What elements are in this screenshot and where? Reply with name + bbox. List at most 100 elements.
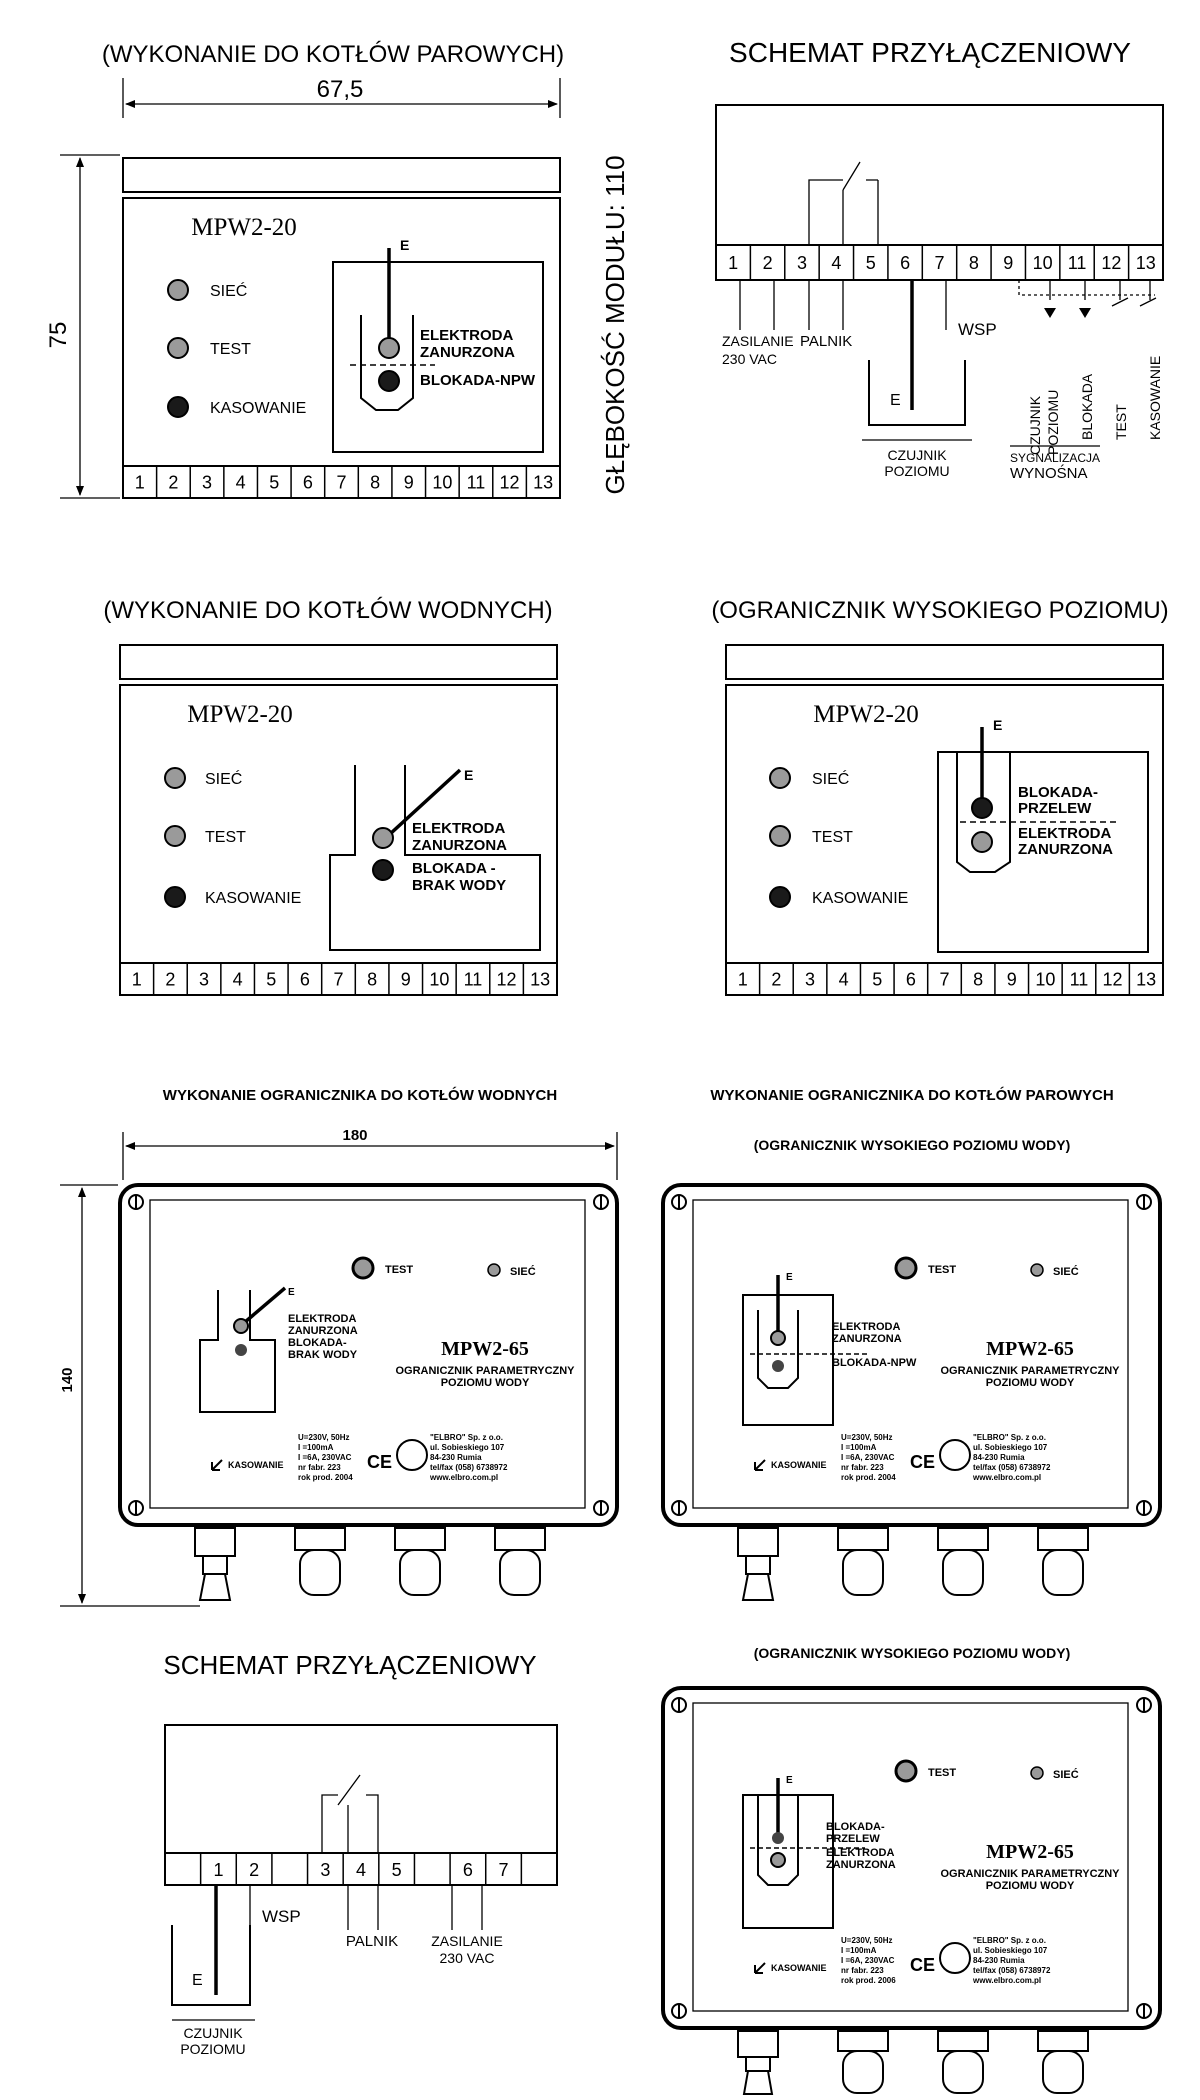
supply-label-2: 230 VAC bbox=[440, 1950, 495, 1966]
reset-label: KASOWANIE bbox=[210, 400, 306, 417]
spec-1: U=230V, 50Hz bbox=[841, 1433, 893, 1442]
box-led-test-label: TEST bbox=[928, 1767, 956, 1779]
supply-label-1: ZASILANIE bbox=[722, 333, 794, 349]
terminal-number: 7 bbox=[939, 969, 949, 989]
terminal-number: 13 bbox=[530, 969, 550, 989]
terminal-number: 9 bbox=[401, 969, 411, 989]
steam-module-drawing: (WYKONANIE DO KOTŁÓW PAROWYCH) 67,5 75 G… bbox=[45, 41, 630, 499]
steam-box-subtitle: (OGRANICZNIK WYSOKIEGO POZIOMU WODY) bbox=[754, 1137, 1071, 1153]
spec-1: U=230V, 50Hz bbox=[298, 1433, 350, 1442]
box-model: MPW2-65 bbox=[986, 1338, 1074, 1360]
sensor-label-1: CZUJNIK bbox=[183, 2025, 243, 2041]
terminal-number: 3 bbox=[199, 969, 209, 989]
sensor-label-2: POZIOMU bbox=[180, 2041, 245, 2057]
led-electrode bbox=[378, 337, 400, 359]
terminal-number: 10 bbox=[429, 969, 449, 989]
terminal-number: 10 bbox=[1033, 253, 1053, 273]
terminal-number: 4 bbox=[839, 969, 849, 989]
maker-3: 84-230 Rumia bbox=[973, 1956, 1025, 1965]
signal-group-1: SYGNALIZACJA bbox=[1010, 451, 1100, 465]
reset-button bbox=[769, 886, 791, 908]
terminal-number: 6 bbox=[300, 969, 310, 989]
spec-4: nr fabr. 223 bbox=[841, 1463, 884, 1472]
corner-screws bbox=[671, 1697, 1152, 2019]
led-siec bbox=[164, 767, 186, 789]
box-high-label-3: ELEKTRODA bbox=[826, 1847, 895, 1859]
signal-sensor-2: POZIOMU bbox=[1045, 390, 1061, 455]
box-enclosure bbox=[661, 1686, 1162, 2030]
led-test-label: TEST bbox=[812, 829, 853, 846]
terminal-number: 13 bbox=[1136, 969, 1156, 989]
burner-label: PALNIK bbox=[800, 333, 852, 350]
box-lid-inner bbox=[692, 1199, 1129, 1509]
box-reset-label: KASOWANIE bbox=[771, 1460, 827, 1470]
led-lock bbox=[372, 859, 394, 881]
maker-3: 84-230 Rumia bbox=[430, 1453, 482, 1462]
water-label-1: ELEKTRODA bbox=[412, 820, 506, 837]
box-led-electrode bbox=[233, 1318, 249, 1334]
box-width-value: 180 bbox=[342, 1127, 367, 1144]
terminal-number: 4 bbox=[236, 472, 246, 492]
high-level-box-drawing: (OGRANICZNIK WYSOKIEGO POZIOMU WODY) TES… bbox=[661, 1645, 1162, 2095]
terminal-number: 1 bbox=[213, 1860, 223, 1880]
high-level-module-drawing: (OGRANICZNIK WYSOKIEGO POZIOMU) MPW2-20 … bbox=[711, 597, 1169, 996]
box-high-label-4: ZANURZONA bbox=[826, 1859, 896, 1871]
box-electrode-window bbox=[199, 1290, 276, 1413]
box-lid-inner bbox=[149, 1199, 586, 1509]
led-test bbox=[164, 825, 186, 847]
box-desc-1: OGRANICZNIK PARAMETRYCZNY bbox=[395, 1365, 575, 1377]
corner-screws bbox=[671, 1194, 1152, 1516]
terminal-number: 12 bbox=[500, 472, 520, 492]
terminal-number: 12 bbox=[1101, 253, 1121, 273]
sensor-electrode-mark: E bbox=[890, 392, 901, 409]
led-siec-label: SIEĆ bbox=[812, 769, 849, 788]
maker-4: tel/fax (058) 6738972 bbox=[973, 1463, 1051, 1472]
high-label-1: BLOKADA- bbox=[1018, 784, 1098, 801]
box-enclosure bbox=[118, 1183, 619, 1527]
spec-2: I =100mA bbox=[841, 1946, 877, 1955]
terminal-number: 1 bbox=[135, 472, 145, 492]
terminal-number: 6 bbox=[906, 969, 916, 989]
terminal-number: 5 bbox=[392, 1860, 402, 1880]
maker-4: tel/fax (058) 6738972 bbox=[973, 1966, 1051, 1975]
diode-sensor bbox=[1044, 308, 1056, 318]
terminal-number: 13 bbox=[533, 472, 553, 492]
measurement-vessel bbox=[360, 315, 414, 411]
terminal-number: 11 bbox=[467, 472, 486, 492]
sensor-vessel bbox=[171, 1925, 251, 2006]
module-depth-label: GŁĘBOKOŚĆ MODUŁU: 110 bbox=[600, 155, 630, 494]
box-electrode-mark: E bbox=[288, 1287, 295, 1298]
measurement-vessel bbox=[956, 752, 1011, 873]
water-box-title: WYKONANIE OGRANICZNIKA DO KOTŁÓW WODNYCH bbox=[163, 1086, 557, 1104]
box-led-siec-label: SIEĆ bbox=[1053, 1265, 1079, 1278]
box-water-label-1: ELEKTRODA bbox=[288, 1313, 357, 1325]
led-test bbox=[769, 825, 791, 847]
high-label-2: PRZELEW bbox=[1018, 800, 1092, 817]
led-electrode bbox=[971, 831, 993, 853]
signal-leads bbox=[1049, 280, 1151, 300]
water-module-drawing: (WYKONANIE DO KOTŁÓW WODNYCH) MPW2-20 SI… bbox=[103, 597, 558, 996]
steam-box-drawing: WYKONANIE OGRANICZNIKA DO KOTŁÓW PAROWYC… bbox=[661, 1086, 1162, 1601]
terminal-number: 7 bbox=[499, 1860, 509, 1880]
terminal-number: 8 bbox=[969, 253, 979, 273]
box-measurement-vessel bbox=[757, 1310, 799, 1389]
terminal-number: 10 bbox=[1035, 969, 1055, 989]
maker-5: www.elbro.com.pl bbox=[429, 1473, 498, 1482]
water-box-drawing: WYKONANIE OGRANICZNIKA DO KOTŁÓW WODNYCH… bbox=[59, 1086, 619, 1607]
spec-4: nr fabr. 223 bbox=[298, 1463, 341, 1472]
module-width-value: 67,5 bbox=[317, 76, 364, 103]
reset-arrow-icon bbox=[754, 1962, 766, 1974]
common-label: WSP bbox=[958, 320, 997, 339]
box-electrode-mark: E bbox=[786, 1272, 793, 1283]
terminal-block-outline bbox=[715, 104, 1164, 281]
terminal-number: 5 bbox=[866, 253, 876, 273]
module-front-panel bbox=[119, 684, 558, 996]
terminal-number: 2 bbox=[771, 969, 781, 989]
terminal-number: 5 bbox=[269, 472, 279, 492]
led-test-label: TEST bbox=[210, 341, 251, 358]
terminal-number: 5 bbox=[872, 969, 882, 989]
